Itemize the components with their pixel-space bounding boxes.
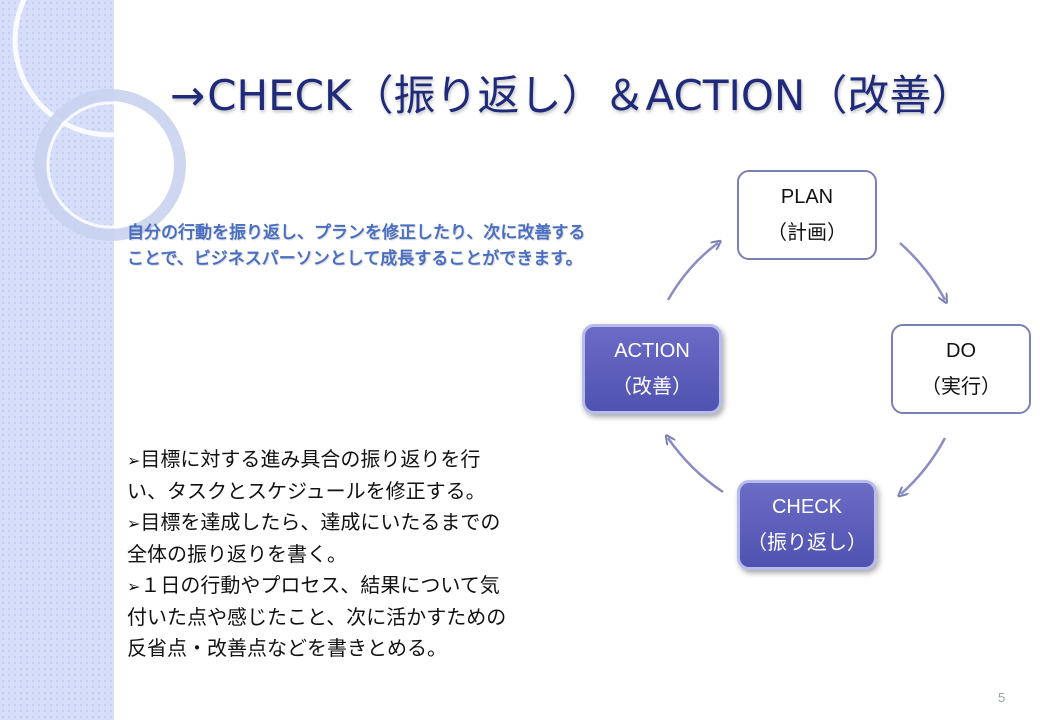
lead-line: 自分の行動を振り返し、プランを修正したり、次に改善する <box>127 223 586 243</box>
arrow-plan-to-do <box>899 242 945 300</box>
arrow-check-to-action <box>668 438 724 494</box>
side-decoration-strip <box>0 0 114 720</box>
bullet-arrow-icon: ➢ <box>127 577 141 596</box>
cycle-node-check: CHECK （振り返し） <box>737 480 877 570</box>
title-text: CHECK（振り返し）＆ACTION（改善） <box>207 71 974 120</box>
node-label: CHECK <box>771 496 842 518</box>
title-arrow-icon: → <box>170 71 206 120</box>
arrow-action-to-plan <box>666 243 718 301</box>
bullet-item: ➢目標に対する進み具合の振り返りを行 <box>127 447 481 471</box>
node-sublabel: （計画） <box>767 222 847 244</box>
node-sublabel: （振り返し） <box>747 532 867 554</box>
node-label: ACTION <box>614 340 690 362</box>
slide-title: →CHECK（振り返し）＆ACTION（改善） <box>170 62 990 122</box>
page-number: 5 <box>998 690 1006 705</box>
cycle-node-action: ACTION （改善） <box>582 324 722 414</box>
bullet-continuation: 付いた点や感じたこと、次に活かすための <box>127 605 507 629</box>
bullet-continuation: 反省点・改善点などを書きとめる。 <box>127 636 447 660</box>
bullet-item: ➢目標を達成したら、達成にいたるまでの <box>127 510 501 534</box>
node-sublabel: （改善） <box>612 376 692 398</box>
bullet-arrow-icon: ➢ <box>127 514 141 533</box>
node-sublabel: （実行） <box>921 376 1001 398</box>
node-label: PLAN <box>780 186 834 208</box>
node-label: DO <box>946 340 976 362</box>
bullet-list: ➢目標に対する進み具合の振り返りを行 い、タスクとスケジュールを修正する。 ➢目… <box>127 444 567 664</box>
cycle-node-do: DO （実行） <box>891 324 1031 414</box>
cycle-node-plan: PLAN （計画） <box>737 170 877 260</box>
lead-text: 自分の行動を振り返し、プランを修正したり、次に改善する ことで、ビジネスパーソン… <box>127 220 687 272</box>
arrow-do-to-check <box>901 437 947 494</box>
lead-line: ことで、ビジネスパーソンとして成長することができます。 <box>127 249 583 269</box>
bullet-continuation: 全体の振り返りを書く。 <box>127 542 347 566</box>
cycle-arrows <box>560 150 980 570</box>
bullet-item: ➢１日の行動やプロセス、結果について気 <box>127 573 500 597</box>
bullet-continuation: い、タスクとスケジュールを修正する。 <box>127 479 486 503</box>
bullet-arrow-icon: ➢ <box>127 451 141 470</box>
